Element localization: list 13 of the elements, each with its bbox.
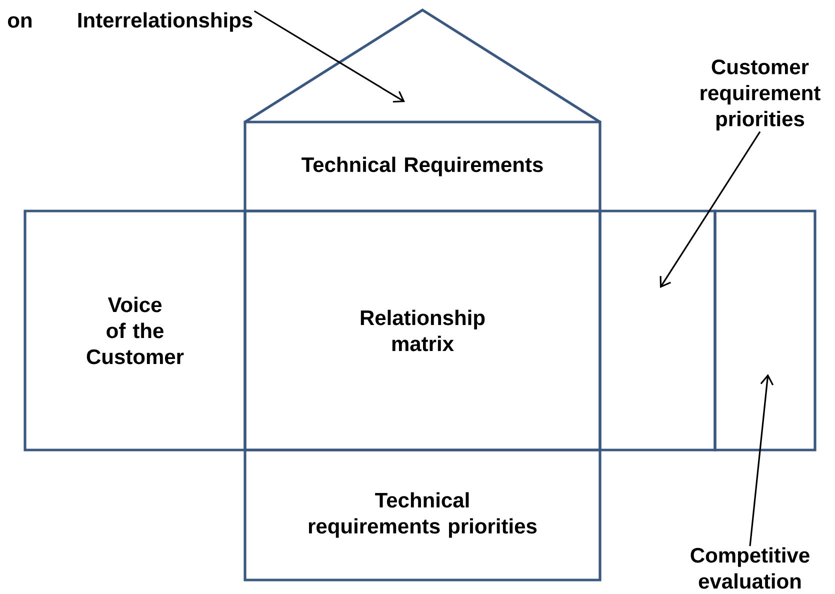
house-section-box: Technical requirements priorities <box>244 448 602 582</box>
arrow <box>749 374 774 546</box>
callout-text: Competitive evaluation <box>690 547 810 589</box>
house-section-box <box>714 210 816 452</box>
house-section-box: Technical Requirements <box>244 120 602 212</box>
house-section-box: Relationship matrix <box>244 210 602 452</box>
arrow <box>254 10 405 103</box>
house-section-box <box>598 210 716 452</box>
callout-text: Interrelationships <box>78 12 252 32</box>
house-section-box: Voice of the Customer <box>24 210 246 452</box>
callout-text: Customer requirement priorities <box>700 59 820 130</box>
cut-off-text: on <box>8 16 32 28</box>
arrow <box>660 131 761 288</box>
